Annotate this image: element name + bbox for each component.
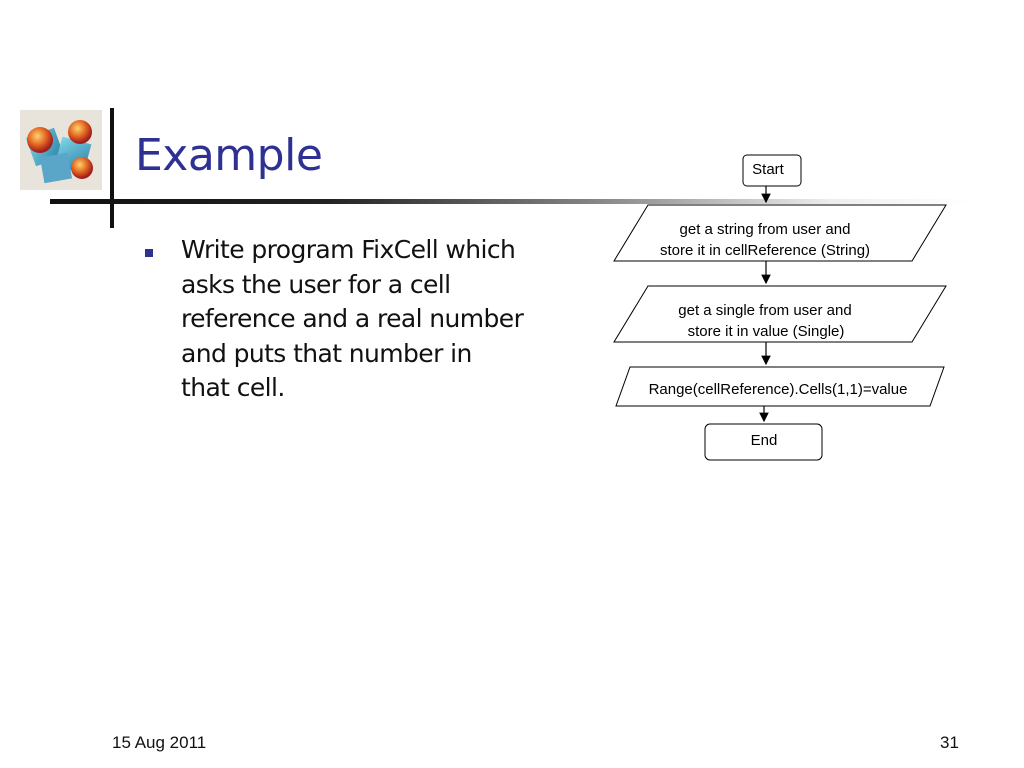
title-horizontal-rule [50,199,970,204]
square-bullet-icon [145,249,153,257]
bullet-item: Write program FixCell which asks the use… [145,233,525,406]
presentation-logo [20,110,102,190]
flow-input-single-node: get a single from user and store it in v… [613,285,947,343]
flow-input-string-node: get a string from user and store it in c… [613,204,947,262]
bullet-text: Write program FixCell which asks the use… [181,235,524,402]
flow-step2-line2: store it in value (Single) [688,323,845,340]
flow-start-node: Start [742,154,802,187]
bullet-list: Write program FixCell which asks the use… [145,233,525,406]
flow-step1-line1: get a string from user and [680,221,851,238]
title-vertical-rule [110,108,114,228]
flow-end-node: End [704,423,823,461]
flow-start-label: Start [752,161,785,178]
flow-step2-line1: get a single from user and [678,302,851,319]
footer-date: 15 Aug 2011 [112,733,207,752]
flowchart: Start get a string from user and store i… [613,154,947,461]
page-number: 31 [940,733,959,752]
flow-end-label: End [751,432,778,449]
slide-title: Example [135,130,323,181]
flow-step1-line2: store it in cellReference (String) [660,242,870,259]
flow-assign-node: Range(cellReference).Cells(1,1)=value [615,366,945,407]
flow-step3-label: Range(cellReference).Cells(1,1)=value [649,381,908,398]
